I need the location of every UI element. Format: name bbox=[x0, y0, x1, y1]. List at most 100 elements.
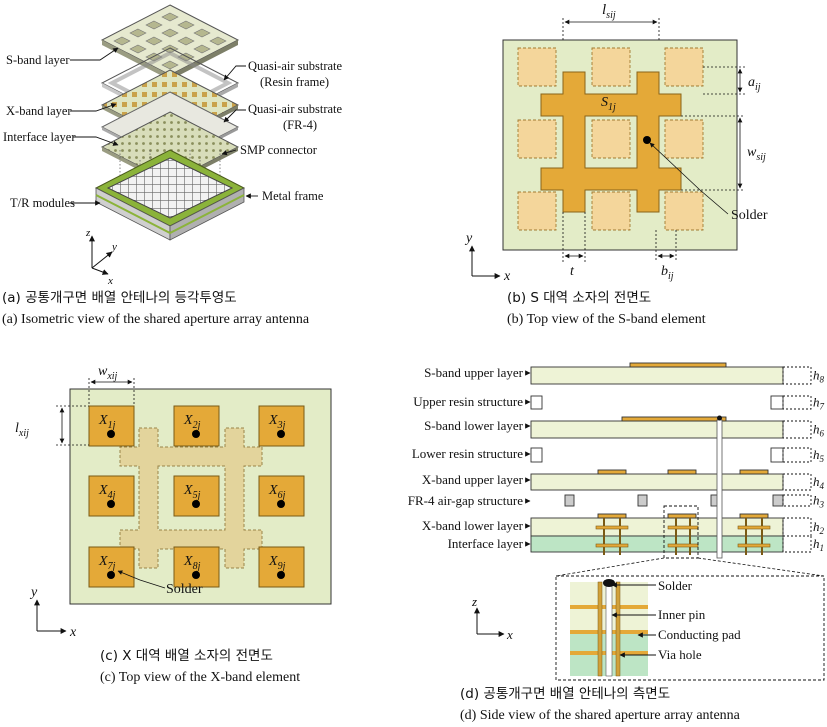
x-band-s-shadow bbox=[119, 427, 263, 569]
dim-lxij: lxij bbox=[15, 421, 29, 439]
tr-modules-block bbox=[94, 149, 246, 241]
dim-lsij: lsij bbox=[602, 2, 616, 21]
caption-a-korean: (a) 공통개구면 배열 안테나의 등각투영도 bbox=[2, 290, 237, 306]
label-interface-layer: Interface layer bbox=[3, 130, 76, 144]
x-band-patch-4 bbox=[88, 475, 135, 517]
s-band-lower-layer bbox=[530, 420, 784, 439]
label-metal-frame: Metal frame bbox=[262, 189, 324, 203]
caption-b-korean: (b) S 대역 소자의 전면도 bbox=[507, 290, 652, 306]
axis-a-z: z bbox=[85, 227, 91, 239]
x-band-patch-grid bbox=[88, 405, 305, 588]
x-band-patch-6 bbox=[258, 475, 305, 517]
s-band-solder-dot bbox=[643, 136, 651, 144]
x-band-patch-label-6: X6j bbox=[268, 483, 286, 501]
x-band-patch-2 bbox=[173, 405, 220, 447]
detail-pad: Conducting pad bbox=[658, 627, 741, 642]
fr4-spacer-4 bbox=[772, 494, 784, 507]
s-band-patch bbox=[540, 71, 682, 213]
side-height-bracket-4 bbox=[782, 447, 812, 463]
label-tr-modules: T/R modules bbox=[10, 196, 75, 210]
side-pads bbox=[595, 525, 771, 548]
detail-solder: Solder bbox=[658, 578, 693, 593]
side-height-label-4: h5 bbox=[813, 447, 825, 464]
detail-zoom bbox=[555, 575, 825, 681]
x-band-patch-label-5: X5j bbox=[183, 483, 201, 501]
x-band-solder-dot-8 bbox=[192, 571, 200, 579]
x-band-patch-label-7: X7j bbox=[98, 554, 116, 572]
panel-a-isometric bbox=[70, 4, 258, 275]
x-band-patch-3 bbox=[258, 405, 305, 447]
caption-b-english: (b) Top view of the S-band element bbox=[507, 312, 706, 327]
x-band-solder-dot-1 bbox=[107, 430, 115, 438]
x-band-solder-dot-4 bbox=[107, 500, 115, 508]
s-band-x-patches bbox=[517, 47, 704, 231]
axis-a-y: y bbox=[111, 241, 117, 253]
side-height-label-2: h7 bbox=[813, 395, 825, 412]
side-height-label-7: h2 bbox=[813, 519, 825, 536]
label-s1j: S1j bbox=[601, 95, 616, 113]
label-b-solder: Solder bbox=[731, 208, 768, 223]
side-layer-label-5: X-band upper layer bbox=[422, 472, 524, 487]
side-layer-label-6: FR-4 air-gap structure bbox=[408, 493, 523, 508]
dim-aij: aij bbox=[748, 75, 761, 93]
axis-a-x: x bbox=[107, 275, 113, 287]
x-band-patch-label-9: X9j bbox=[268, 554, 286, 572]
label-s-band-layer: S-band layer bbox=[6, 53, 70, 67]
side-height-bracket-5 bbox=[782, 473, 812, 491]
side-height-bracket-7 bbox=[782, 517, 812, 537]
axis-c-y: y bbox=[29, 585, 38, 600]
detail-inner-pin: Inner pin bbox=[658, 607, 706, 622]
x-band-patch-1 bbox=[88, 405, 135, 447]
x-band-solder-dot-2 bbox=[192, 430, 200, 438]
upper-resin-left bbox=[530, 395, 543, 410]
x-band-patch-5 bbox=[173, 475, 220, 517]
x-band-patch-label-1: X1j bbox=[98, 413, 116, 431]
side-height-label-6: h3 bbox=[813, 493, 825, 510]
x-band-patch-label-8: X8j bbox=[183, 554, 201, 572]
x-band-patch-8 bbox=[173, 546, 220, 588]
panel-c-axes bbox=[34, 599, 67, 634]
dim-bij: bij bbox=[661, 264, 674, 282]
x-band-patch-9 bbox=[258, 546, 305, 588]
panel-b-s-band bbox=[469, 18, 745, 279]
panel-b-axes bbox=[469, 245, 501, 279]
panel-d-axes bbox=[474, 607, 505, 637]
panel-c-x-band bbox=[34, 378, 332, 634]
side-height-bracket-1 bbox=[782, 366, 812, 385]
panel-a-leaders bbox=[70, 47, 258, 206]
x-band-patch-7 bbox=[88, 546, 135, 588]
dim-wxij: wxij bbox=[98, 364, 118, 382]
x-band-patch-label-4: X4j bbox=[98, 483, 116, 501]
side-height-label-3: h6 bbox=[813, 422, 825, 439]
panel-d-side-view bbox=[474, 362, 825, 681]
side-height-label-5: h4 bbox=[813, 474, 825, 491]
label-quasi-air-fr4-2: (FR-4) bbox=[283, 118, 317, 132]
lower-resin-left bbox=[530, 447, 543, 463]
side-layer-label-3: S-band lower layer bbox=[424, 418, 524, 433]
x-band-solder-dot-7 bbox=[107, 571, 115, 579]
side-layer-label-7: X-band lower layer bbox=[422, 518, 524, 533]
axis-b-x: x bbox=[503, 269, 511, 284]
x-band-upper-layer bbox=[530, 473, 784, 491]
s-band-feed-pin bbox=[716, 419, 723, 559]
s-band-layer-sheet bbox=[100, 4, 240, 80]
caption-c-korean: (c) X 대역 배열 소자의 전면도 bbox=[100, 648, 273, 664]
label-c-solder: Solder bbox=[166, 582, 203, 597]
label-quasi-air-resin-1: Quasi-air substrate bbox=[248, 59, 343, 73]
side-height-bracket-8 bbox=[782, 535, 812, 553]
label-quasi-air-resin-2: (Resin frame) bbox=[260, 75, 329, 89]
s-band-upper-layer bbox=[530, 366, 784, 385]
panel-c-dimensions bbox=[56, 378, 166, 589]
dim-wsij: wsij bbox=[747, 145, 766, 163]
side-height-label-1: h8 bbox=[813, 368, 825, 385]
caption-d-english: (d) Side view of the shared aperture arr… bbox=[460, 708, 740, 723]
fr4-spacer-1 bbox=[564, 494, 575, 507]
axis-d-x: x bbox=[506, 627, 513, 642]
x-band-patch-label-2: X2j bbox=[183, 413, 201, 431]
detail-source-box bbox=[663, 505, 699, 559]
label-quasi-air-fr4-1: Quasi-air substrate bbox=[248, 102, 343, 116]
x-band-solder-dot-3 bbox=[277, 430, 285, 438]
side-layer-label-8: Interface layer bbox=[448, 536, 524, 551]
caption-c-english: (c) Top view of the X-band element bbox=[100, 670, 301, 685]
